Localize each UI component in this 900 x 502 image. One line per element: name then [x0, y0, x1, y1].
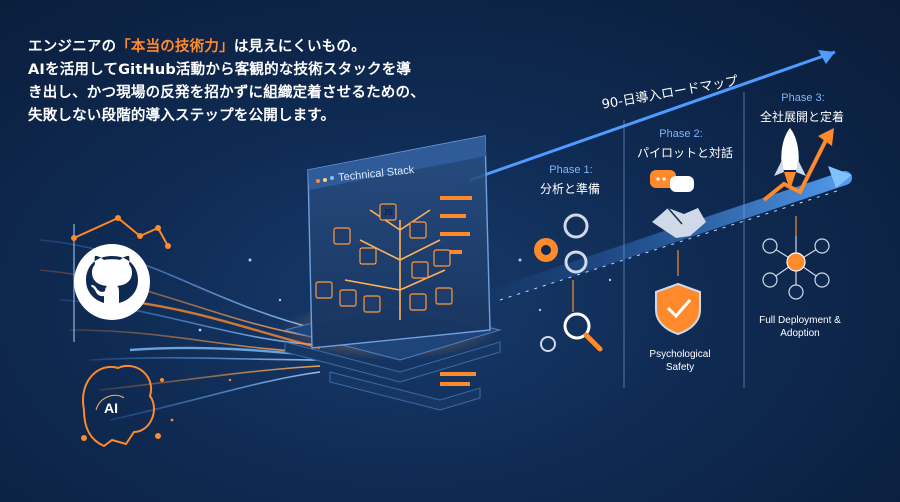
gear-icon	[534, 238, 558, 262]
handshake-icon	[652, 207, 706, 238]
magnifier-icon	[540, 312, 603, 352]
headline-line-1: エンジニアの「本当の技術力」は見えにくいもの。	[28, 36, 468, 59]
people-network-icon	[762, 236, 830, 300]
phase-3-caption: Full Deployment & Adoption	[759, 315, 841, 339]
phase-3-label: Phase 3:	[781, 92, 825, 104]
headline-text: エンジニアの	[28, 39, 117, 55]
technical-stack-panel	[280, 135, 502, 411]
github-chart	[71, 215, 171, 342]
headline: エンジニアの「本当の技術力」は見えにくいもの。 AIを活用してGitHub活動か…	[28, 36, 468, 128]
path-arrow	[473, 166, 852, 307]
ai-label: AI	[104, 400, 118, 416]
phase-2-caption: Psychological Safety	[649, 349, 711, 373]
headline-line-3: き出し、かつ現場の反発を招かずに組織定着させるための、	[28, 85, 425, 101]
rocket-icon	[774, 128, 806, 190]
sparkle-dots	[170, 258, 612, 422]
js-badge: JS	[383, 208, 393, 217]
phase-2-title: パイロットと対話	[636, 146, 733, 160]
chat-icon	[650, 170, 694, 192]
phase-1-label: Phase 1:	[549, 164, 593, 176]
headline-text-post: は見えにくいもの。	[233, 39, 366, 55]
headline-line-4: 失敗しない段階的導入ステップを公開します。	[28, 108, 336, 124]
phase-1-title: 分析と準備	[539, 182, 600, 196]
github-icon	[74, 244, 150, 320]
shield-check-icon	[655, 282, 701, 336]
roadmap-arrow	[469, 50, 836, 182]
growth-arrow-icon	[762, 128, 834, 202]
phase-3-title: 全社展開と定着	[759, 110, 844, 124]
headline-highlight: 「本当の技術力」	[116, 39, 234, 55]
headline-line-2: AIを活用してGitHub活動から客観的な技術スタックを導	[28, 62, 412, 78]
ai-brain-icon	[81, 365, 164, 448]
phase-2-label: Phase 2:	[659, 128, 703, 140]
gear-icon-secondary	[563, 213, 589, 274]
